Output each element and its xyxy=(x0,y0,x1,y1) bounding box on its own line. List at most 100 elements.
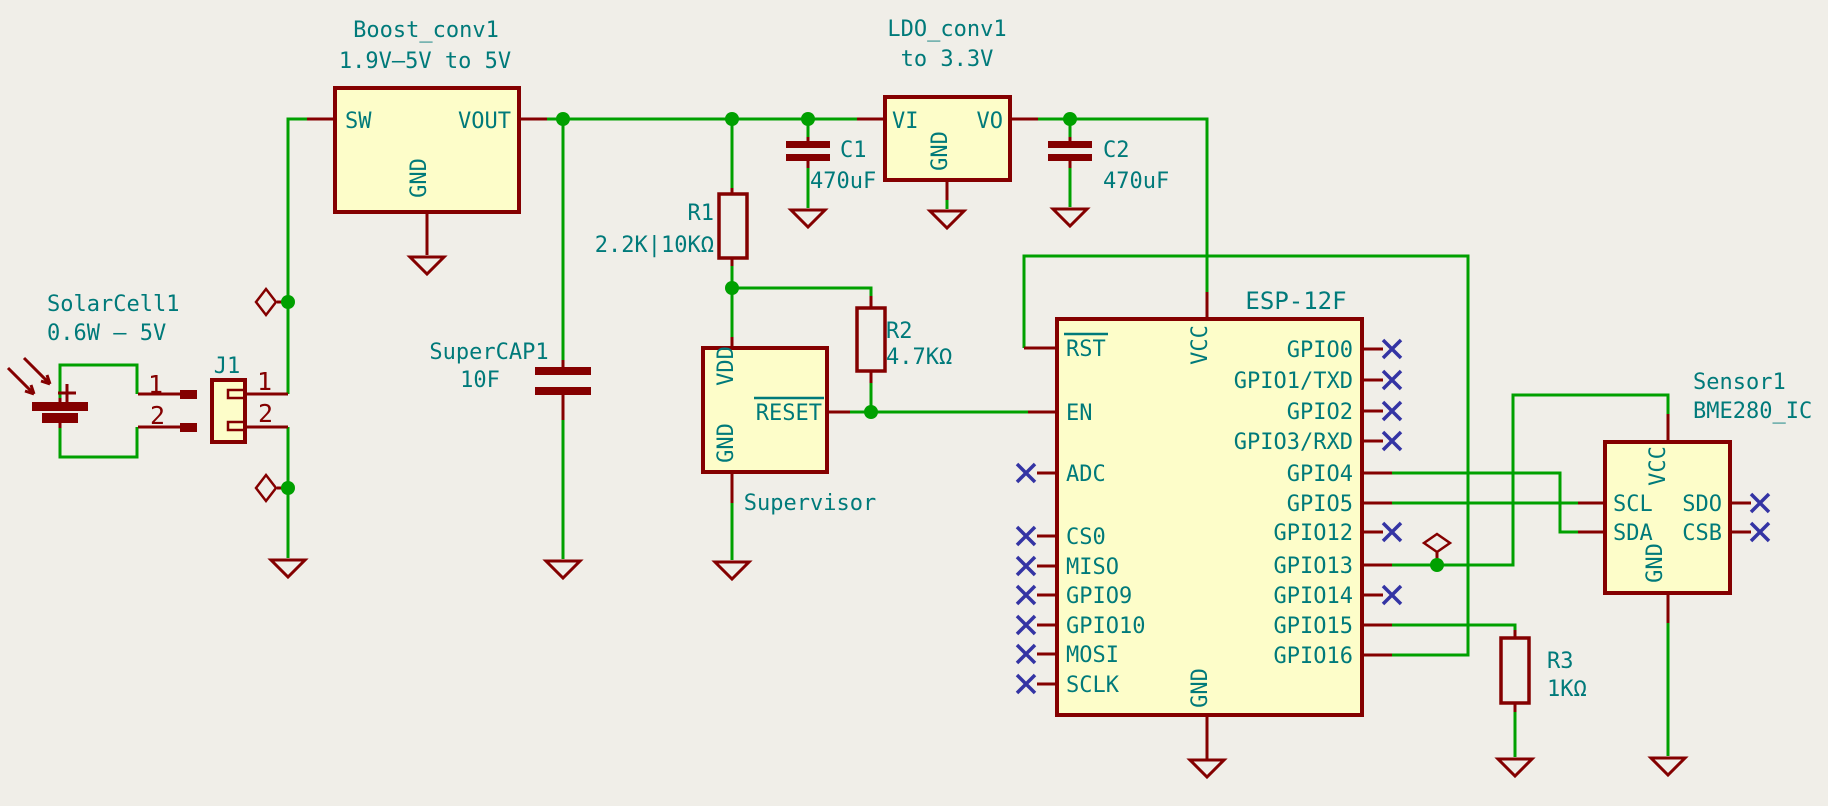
sensor-body[interactable] xyxy=(1603,440,1732,595)
j1-ref[interactable]: J1 xyxy=(214,354,241,379)
esp-pin-adc: ADC xyxy=(1066,462,1106,487)
gnd-icon-sensor[interactable] xyxy=(1647,756,1689,778)
boost-body[interactable] xyxy=(333,86,521,214)
r2-value[interactable]: 4.7KΩ xyxy=(886,345,952,370)
c2-value[interactable]: 470uF xyxy=(1103,169,1169,194)
solar-plate-long[interactable] xyxy=(32,402,88,411)
j1-connector-symbol[interactable] xyxy=(180,378,247,444)
no-connect-marks xyxy=(1015,338,1771,695)
wire-sw-to-j1[interactable] xyxy=(286,117,307,394)
solar-cell-symbol[interactable] xyxy=(6,356,88,423)
supercap-plate-top[interactable] xyxy=(535,367,591,375)
junction-dot xyxy=(1430,558,1444,572)
sensor-ref[interactable]: Sensor1 xyxy=(1693,370,1786,395)
c2-plate-top[interactable] xyxy=(1048,141,1092,148)
net-flags xyxy=(254,286,1453,554)
boost-pin-sw: SW xyxy=(345,109,372,134)
gnd-icon-c2[interactable] xyxy=(1049,207,1091,229)
c1-plate-top[interactable] xyxy=(786,141,830,148)
supercap-plate-bottom[interactable] xyxy=(535,387,591,395)
gnd-icon-j1[interactable] xyxy=(267,558,309,580)
no-connect-icon-gpio14[interactable] xyxy=(1381,584,1403,606)
r2-ref[interactable]: R2 xyxy=(886,319,913,344)
supercap-ref[interactable]: SuperCAP1 xyxy=(429,340,548,365)
no-connect-icon-gpio3[interactable] xyxy=(1381,430,1403,452)
j1-pin2-number-right: 2 xyxy=(258,399,273,428)
r1-value[interactable]: 2.2K|10KΩ xyxy=(595,233,714,258)
solar-plate-short[interactable] xyxy=(42,413,78,423)
supercap-symbol[interactable] xyxy=(535,367,591,395)
ldo-ref[interactable]: LDO_conv1 xyxy=(887,17,1006,42)
sensor-pin-lines xyxy=(1578,414,1751,623)
gnd-icon-supervisor[interactable] xyxy=(711,560,753,582)
no-connect-icon-gpio0[interactable] xyxy=(1381,338,1403,360)
wire-3v3-rail[interactable] xyxy=(1038,117,1209,292)
junction-dot xyxy=(1063,112,1077,126)
wire-r1-to-r2[interactable] xyxy=(732,286,873,296)
supercap-value[interactable]: 10F xyxy=(460,368,500,393)
c2-plate-bottom[interactable] xyxy=(1048,154,1092,161)
no-connect-icon-miso[interactable] xyxy=(1015,555,1037,577)
esp-pin-mosi: MOSI xyxy=(1066,643,1119,668)
sensor-pin-scl: SCL xyxy=(1613,492,1653,517)
c2-ref[interactable]: C2 xyxy=(1103,138,1130,163)
gnd-icon-boost[interactable] xyxy=(406,255,448,277)
boost-value[interactable]: 1.9V–5V to 5V xyxy=(339,49,511,74)
gnd-icon-esp[interactable] xyxy=(1186,758,1228,780)
esp-connected-pin-lines xyxy=(1024,292,1392,760)
no-connect-icon-mosi[interactable] xyxy=(1015,643,1037,665)
no-connect-icon-csb[interactable] xyxy=(1749,521,1771,543)
flag-icon-top[interactable] xyxy=(254,286,278,318)
solar-ref[interactable]: SolarCell1 xyxy=(47,292,179,317)
r3-ref[interactable]: R3 xyxy=(1547,649,1574,674)
wire-gpio15-to-r3[interactable] xyxy=(1392,623,1517,630)
esp-pin-miso: MISO xyxy=(1066,555,1119,580)
no-connect-icon-gpio12[interactable] xyxy=(1381,521,1403,543)
no-connect-icon-sdo[interactable] xyxy=(1749,492,1771,514)
c1-ref[interactable]: C1 xyxy=(840,138,867,163)
gnd-icon-r3[interactable] xyxy=(1494,757,1536,779)
supervisor-label[interactable]: Supervisor xyxy=(744,491,876,516)
no-connect-icon-adc[interactable] xyxy=(1015,462,1037,484)
no-connect-icon-gpio1[interactable] xyxy=(1381,369,1403,391)
wire-solar-top[interactable] xyxy=(58,363,139,398)
c1-plate-bottom[interactable] xyxy=(786,154,830,161)
r1-ref[interactable]: R1 xyxy=(688,201,715,226)
boost-ref[interactable]: Boost_conv1 xyxy=(353,18,499,43)
r3-body[interactable] xyxy=(1499,636,1531,705)
no-connect-icon-gpio2[interactable] xyxy=(1381,400,1403,422)
junction-dot xyxy=(725,112,739,126)
c2-symbol[interactable] xyxy=(1048,141,1092,161)
solar-value[interactable]: 0.6W – 5V xyxy=(47,321,166,346)
supervisor-body[interactable] xyxy=(701,346,829,474)
flag-icon-gpio13[interactable] xyxy=(1421,532,1453,554)
esp-body[interactable] xyxy=(1055,317,1364,717)
flag-icon-bottom[interactable] xyxy=(254,472,278,504)
ldo-value[interactable]: to 3.3V xyxy=(901,47,994,72)
c1-symbol[interactable] xyxy=(786,141,830,161)
gnd-icon-ldo[interactable] xyxy=(926,209,968,231)
sensor-value[interactable]: BME280_IC xyxy=(1693,399,1812,424)
esp-pin-gnd: GND xyxy=(1188,668,1213,708)
gnd-icon-c1[interactable] xyxy=(787,208,829,230)
c1-value[interactable]: 470uF xyxy=(810,169,876,194)
sun-arrows-icon xyxy=(6,356,52,396)
junction-dot xyxy=(556,112,570,126)
esp-nc-pin-lines-left xyxy=(1037,471,1057,686)
r1-body[interactable] xyxy=(717,192,749,260)
esp-pin-gpio16: GPIO16 xyxy=(1274,644,1353,669)
gnd-icon-supercap[interactable] xyxy=(542,559,584,581)
wire-rst-to-gpio16[interactable] xyxy=(1022,254,1470,657)
wire-gpio13-to-sensor-vcc[interactable] xyxy=(1392,393,1670,567)
r2-body[interactable] xyxy=(855,306,887,373)
no-connect-icon-gpio9[interactable] xyxy=(1015,584,1037,606)
no-connect-icon-cs0[interactable] xyxy=(1015,525,1037,547)
no-connect-icon-gpio10[interactable] xyxy=(1015,614,1037,636)
esp-pin-gpio9: GPIO9 xyxy=(1066,584,1132,609)
ldo-body[interactable] xyxy=(883,95,1012,182)
esp-ref[interactable]: ESP-12F xyxy=(1245,287,1346,315)
r3-value[interactable]: 1KΩ xyxy=(1547,677,1587,702)
wire-solar-bottom[interactable] xyxy=(58,427,139,459)
no-connect-icon-sclk[interactable] xyxy=(1015,673,1037,695)
